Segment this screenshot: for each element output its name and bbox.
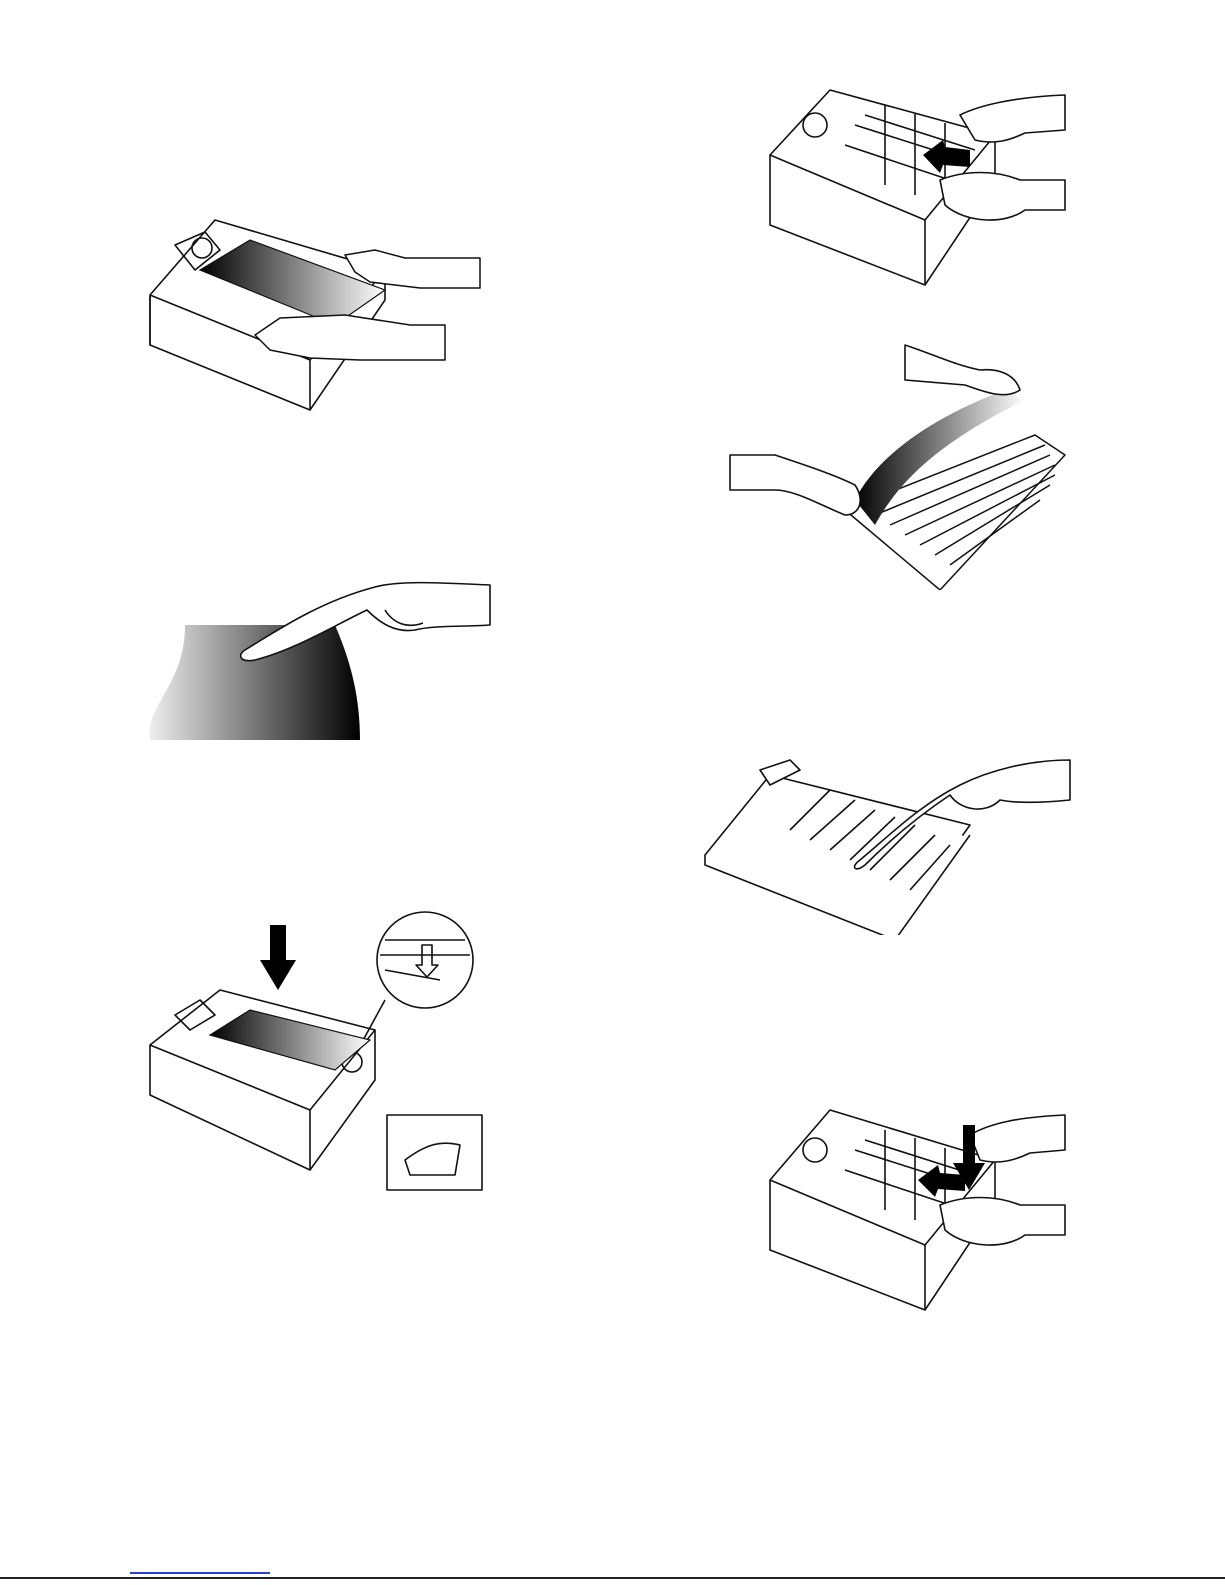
figure-film-holder-finger: [700, 755, 1075, 935]
figure-press-down-callout: [140, 905, 485, 1195]
figure-push-tray-in: [765, 85, 1075, 290]
figure-finger-press-film: [145, 575, 495, 745]
figure-push-down-and-in: [765, 1105, 1075, 1315]
scanner-push-down-icon: [765, 1105, 1075, 1315]
figure-peel-film-sheet: [725, 340, 1075, 590]
scanner-tray-load-icon: [140, 210, 500, 420]
scanner-push-in-icon: [765, 85, 1075, 290]
figure-scanner-load-sheet: [140, 210, 500, 420]
scanner-tray-press-down-icon: [140, 905, 485, 1195]
film-sheet-peel-icon: [725, 340, 1075, 590]
footer-rule: [0, 1577, 1225, 1579]
footer-link-underline[interactable]: [130, 1572, 270, 1574]
tray-holder-finger-icon: [700, 755, 1075, 935]
finger-press-film-icon: [145, 575, 495, 745]
